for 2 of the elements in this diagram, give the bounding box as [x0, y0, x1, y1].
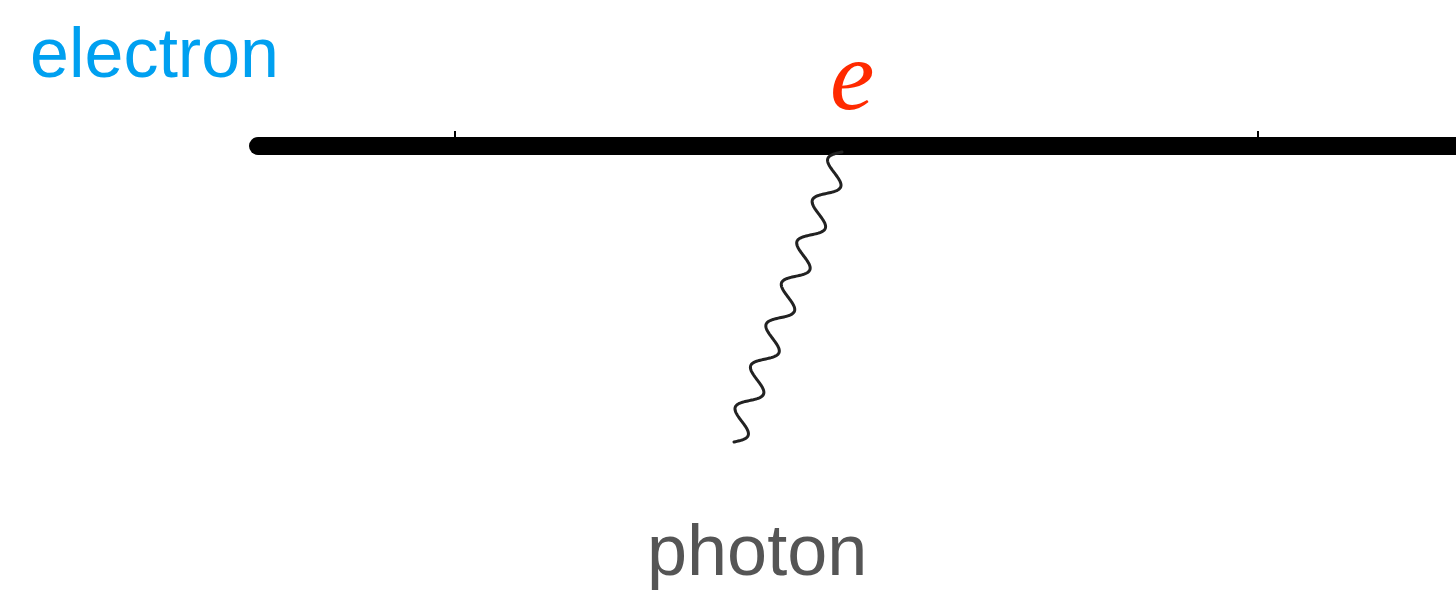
symbol-label: e [830, 26, 875, 126]
particle-label: electron [30, 18, 280, 88]
